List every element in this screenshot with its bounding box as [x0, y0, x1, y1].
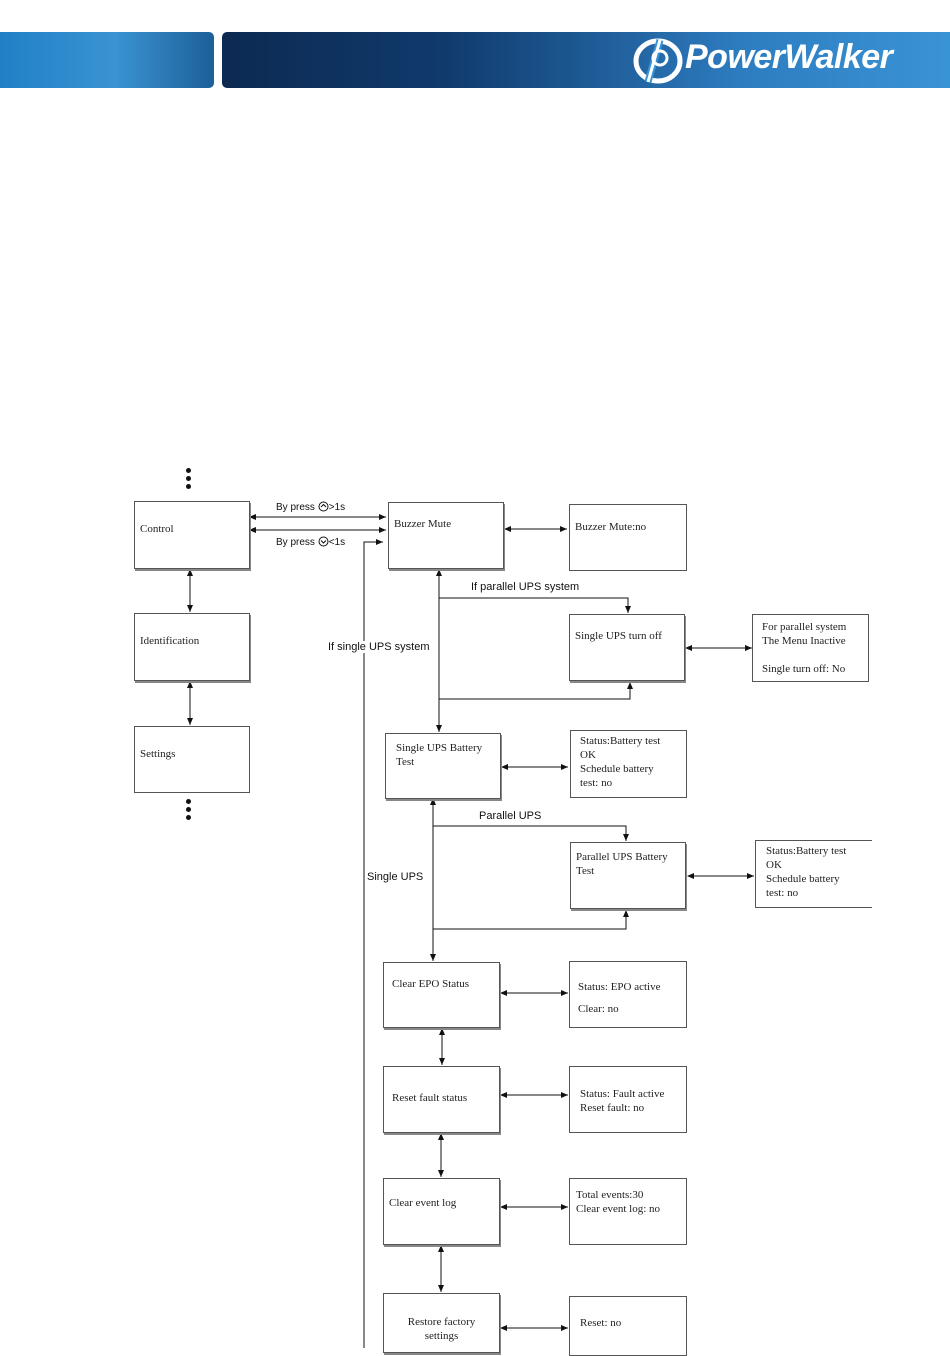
menu-box-label: Control: [140, 523, 174, 535]
menu-box-settings[interactable]: Settings: [134, 726, 250, 793]
menu-box-label: Restore factory settings: [407, 1316, 476, 1342]
brand-logo: PowerWalker: [630, 36, 940, 86]
page-header: PowerWalker: [0, 0, 950, 90]
off-button-icon: [318, 536, 329, 547]
if-parallel-ups-label: If parallel UPS system: [471, 581, 580, 593]
detail-box-text: Status: EPO active Clear: no: [578, 981, 661, 1015]
press-long-label: By press >1s: [276, 501, 346, 513]
menu-box-label: Reset fault status: [392, 1092, 468, 1104]
single-ups-label: Single UPS: [367, 871, 424, 883]
detail-box-buzzer-mute: Buzzer Mute:no: [569, 504, 687, 571]
detail-box-text: Reset: no: [580, 1317, 622, 1329]
menu-box-label: Buzzer Mute: [394, 518, 452, 530]
detail-box-reset-fault-status: Status: Fault active Reset fault: no: [569, 1066, 687, 1133]
menu-box-label: Settings: [140, 748, 176, 760]
press-short-label: By press <1s: [276, 536, 346, 548]
menu-box-clear-event-log[interactable]: Clear event log: [383, 1178, 500, 1245]
brand-name: PowerWalker: [685, 38, 893, 76]
detail-box-text: For parallel system The Menu Inactive Si…: [762, 621, 847, 675]
menu-box-label: Single UPS Battery Test: [396, 742, 483, 768]
powerwalker-logo-icon: [633, 38, 683, 84]
detail-box-text: Total events:30 Clear event log: no: [576, 1189, 661, 1215]
detail-box-text: Buzzer Mute:no: [575, 521, 647, 533]
menu-box-identification[interactable]: Identification: [134, 613, 250, 681]
menu-box-label: Clear EPO Status: [392, 978, 469, 990]
menu-box-label: Identification: [140, 635, 200, 647]
menu-continuation-dots-top: [185, 468, 193, 492]
detail-box-text: Status:Battery test OK Schedule battery …: [766, 845, 847, 899]
detail-box-single-ups-turn-off: For parallel system The Menu Inactive Si…: [752, 614, 869, 682]
parallel-ups-label: Parallel UPS: [479, 810, 542, 822]
header-bar-left: [0, 32, 214, 88]
menu-box-label: Parallel UPS Battery Test: [576, 851, 668, 877]
detail-box-restore-factory-settings: Reset: no: [569, 1296, 687, 1356]
menu-box-label: Clear event log: [389, 1197, 457, 1209]
menu-box-parallel-ups-battery-test[interactable]: Parallel UPS Battery Test: [570, 842, 686, 909]
menu-box-buzzer-mute[interactable]: Buzzer Mute: [388, 502, 504, 569]
header-bar-right: [222, 32, 950, 88]
detail-box-text: Status:Battery test OK Schedule battery …: [580, 735, 661, 789]
detail-box-clear-event-log: Total events:30 Clear event log: no: [569, 1178, 687, 1245]
menu-box-label: Single UPS turn off: [575, 630, 662, 642]
menu-box-control[interactable]: Control: [134, 501, 250, 569]
on-button-icon: [318, 501, 329, 512]
menu-box-single-ups-turn-off[interactable]: Single UPS turn off: [569, 614, 685, 681]
menu-box-single-ups-battery-test[interactable]: Single UPS Battery Test: [385, 733, 501, 799]
menu-box-restore-factory-settings[interactable]: Restore factory settings: [383, 1293, 500, 1353]
if-single-ups-label: If single UPS system: [328, 641, 430, 653]
detail-box-single-ups-battery-test: Status:Battery test OK Schedule battery …: [570, 730, 687, 798]
menu-box-clear-epo-status[interactable]: Clear EPO Status: [383, 962, 500, 1028]
menu-box-reset-fault-status[interactable]: Reset fault status: [383, 1066, 500, 1133]
detail-box-clear-epo-status: Status: EPO active Clear: no: [569, 961, 687, 1028]
detail-box-text: Status: Fault active Reset fault: no: [580, 1088, 665, 1114]
menu-continuation-dots-bottom: [185, 799, 193, 823]
detail-box-parallel-ups-battery-test: Status:Battery test OK Schedule battery …: [755, 840, 872, 908]
